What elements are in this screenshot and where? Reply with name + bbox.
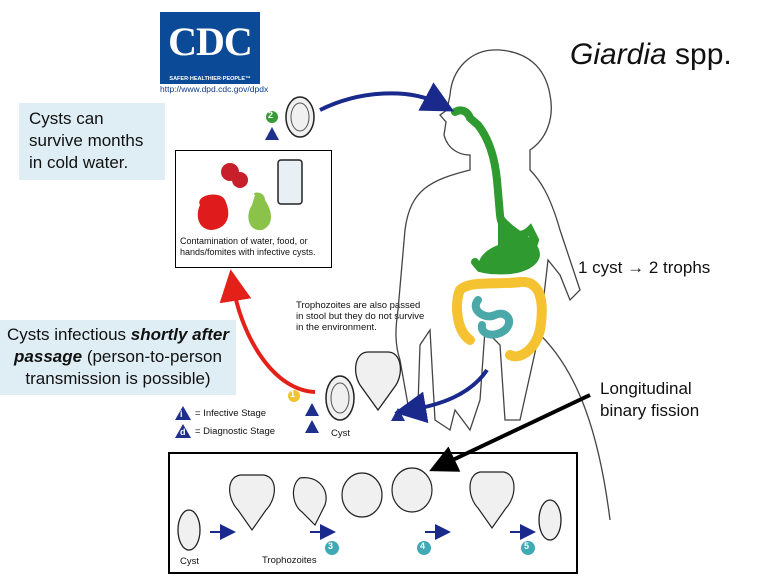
label-trophozoites: Trophozoites <box>262 555 317 566</box>
step-2-number: 2 <box>268 110 274 120</box>
step-4-badge <box>417 541 431 555</box>
step-3-badge <box>325 541 339 555</box>
cdc-logo-tagline: SAFER·HEALTHIER·PEOPLE™ <box>169 76 251 82</box>
arrow-excretion <box>394 368 489 424</box>
arrow-environment <box>219 269 316 394</box>
step-3-number: 3 <box>328 541 334 551</box>
step-4-number: 4 <box>420 541 426 551</box>
apple-icon <box>197 194 229 230</box>
note-infectious-bold: shortly after passage <box>14 325 229 366</box>
step-1-badge <box>288 390 300 402</box>
trophozoite-2 <box>292 477 327 527</box>
note-infectious-pre: Cysts infectious <box>6 325 131 344</box>
step-5-badge <box>521 541 535 555</box>
note-infectious-post: (person-to-person transmission is possib… <box>25 347 222 388</box>
page-title: Giardia spp. <box>570 38 732 72</box>
diagnostic-icon-troph <box>391 408 405 421</box>
water-glass-icon <box>277 159 303 205</box>
label-fission: Longitudinal binary fission <box>600 379 700 420</box>
trophozoite-middle <box>354 351 402 412</box>
label-cyst-bottom: Cyst <box>180 556 199 567</box>
cyst-bottom-right <box>538 499 562 541</box>
trophozoite-3 <box>469 471 515 530</box>
pear-icon <box>248 192 271 231</box>
legend: i = Infective Stage d = Diagnostic Stage <box>175 406 275 438</box>
stomach <box>478 205 540 275</box>
diagnostic-stage-icon: d <box>175 424 191 438</box>
leg-outline <box>534 329 611 521</box>
infective-stage-icon: i <box>175 406 191 420</box>
step-1-number: 1 <box>290 389 296 399</box>
cdc-logo: CDC SAFER·HEALTHIER·PEOPLE™ <box>160 12 260 84</box>
step-5-number: 5 <box>524 541 530 551</box>
cyst-top <box>285 96 315 138</box>
diagnostic-icon-middle <box>305 420 319 433</box>
note-cold-water: Cysts can survive months in cold water. <box>19 103 165 180</box>
title-genus: Giardia <box>570 38 667 71</box>
title-suffix: spp. <box>666 38 732 71</box>
cyst-bottom-left <box>177 509 201 551</box>
contamination-text: Contamination of water, food, or hands/f… <box>180 236 316 257</box>
legend-diagnostic-text: = Diagnostic Stage <box>195 425 276 437</box>
note-infectious: Cysts infectious shortly after passage (… <box>0 320 236 395</box>
legend-infective: i = Infective Stage <box>175 406 275 420</box>
legend-diagnostic: d = Diagnostic Stage <box>175 424 275 438</box>
dividing-trophozoite-right <box>391 467 433 513</box>
label-cyst-to-troph: 1 cyst → 2 trophs <box>578 258 711 277</box>
infective-icon-middle <box>305 403 319 416</box>
human-body-outline <box>395 49 581 432</box>
trophozoites-note: Trophozoites are also passed in stool bu… <box>296 300 425 333</box>
colon <box>452 276 547 362</box>
dividing-trophozoite-left <box>341 472 383 518</box>
arrow-ingestion <box>319 82 455 112</box>
arrow-fission <box>429 393 591 472</box>
small-intestine <box>471 296 514 339</box>
infective-icon-top <box>265 127 279 140</box>
cdc-logo-text: CDC <box>168 19 253 64</box>
legend-infective-text: = Infective Stage <box>195 407 267 419</box>
cyst-middle <box>325 375 355 421</box>
trophozoite-1 <box>229 474 275 532</box>
cdc-url[interactable]: http://www.dpd.cdc.gov/dpdx <box>160 84 269 94</box>
label-cyst: Cyst <box>331 428 350 439</box>
step-2-badge <box>266 111 278 123</box>
